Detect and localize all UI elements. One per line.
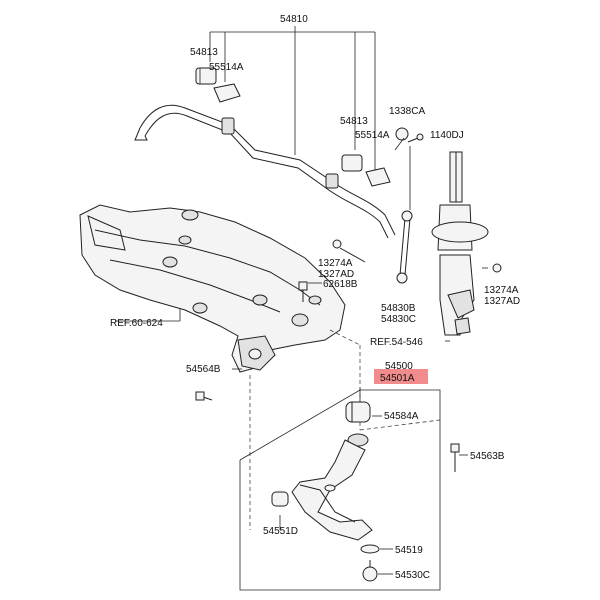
nut-1338ca xyxy=(395,127,409,141)
label-ref-60-624: REF.60-624 xyxy=(110,318,163,329)
bushing-54584a xyxy=(345,401,371,423)
label-55514a-top: 55514A xyxy=(209,62,244,73)
label-54530c: 54530C xyxy=(395,570,430,581)
label-54500: 54500 xyxy=(385,361,413,372)
label-55514a-right: 55514A xyxy=(355,130,390,141)
stabilizer-bracket-lines xyxy=(209,26,376,170)
label-13274a-left: 13274A xyxy=(318,258,353,269)
bracket-55514a-right xyxy=(365,167,391,187)
bushing-54551d xyxy=(271,491,289,507)
bar-bushing-left xyxy=(221,117,235,135)
crossmember-subframe xyxy=(79,204,346,373)
stabilizer-link xyxy=(396,210,413,284)
bolt-13274a-left xyxy=(332,239,366,263)
stabilizer-bar xyxy=(134,104,396,239)
label-1338ca: 1338CA xyxy=(389,106,425,117)
lower-control-arm xyxy=(291,439,373,541)
label-54810: 54810 xyxy=(280,14,308,25)
bushing-54813-right xyxy=(341,154,363,172)
label-54551d: 54551D xyxy=(263,526,298,537)
label-54830c: 54830C xyxy=(381,314,416,325)
label-1327ad-right: 1327AD xyxy=(484,296,520,307)
bar-bushing-mid xyxy=(325,173,339,189)
label-ref-54-546: REF.54-546 xyxy=(370,337,423,348)
label-1140dj: 1140DJ xyxy=(430,130,464,141)
label-62618b: 62618B xyxy=(323,279,358,290)
label-54501a: 54501A xyxy=(380,373,415,384)
link-leader-lines xyxy=(394,137,411,210)
leader-lines xyxy=(115,267,488,575)
label-54564b: 54564B xyxy=(186,364,221,375)
label-54830b: 54830B xyxy=(381,303,416,314)
ball-joint-54530c xyxy=(362,560,378,582)
label-13274a-right: 13274A xyxy=(484,285,519,296)
bushing-54813-top xyxy=(195,67,217,85)
label-54584a: 54584A xyxy=(384,411,419,422)
highlight-54501a xyxy=(374,369,428,384)
bolt-54563b xyxy=(450,443,460,472)
snap-ring-54519 xyxy=(360,544,380,554)
label-54563b: 54563B xyxy=(470,451,505,462)
bolt-62618b xyxy=(298,281,308,302)
bolt-54564b xyxy=(195,391,213,401)
strut-assembly xyxy=(431,151,502,336)
label-54519: 54519 xyxy=(395,545,423,556)
bracket-55514a-top xyxy=(213,83,241,103)
label-54813-right: 54813 xyxy=(340,116,368,127)
bolt-1140dj xyxy=(407,133,424,143)
label-54813-top: 54813 xyxy=(190,47,218,58)
label-1327ad-left: 1327AD xyxy=(318,269,354,280)
